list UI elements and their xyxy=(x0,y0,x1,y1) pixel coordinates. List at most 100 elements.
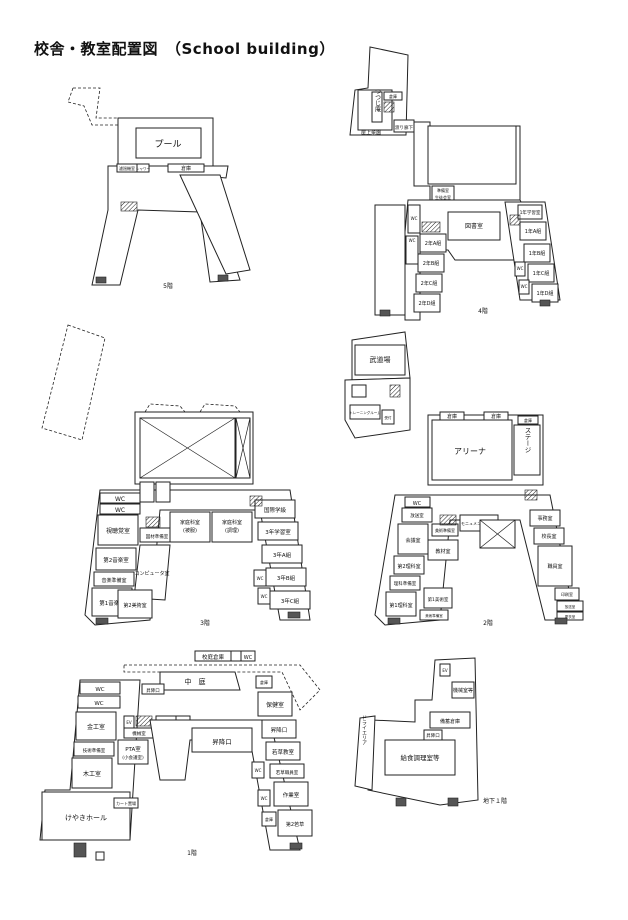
svg-text:ステージ: ステージ xyxy=(523,427,531,454)
svg-text:2年D組: 2年D組 xyxy=(418,300,435,307)
svg-text:作業室: 作業室 xyxy=(283,791,300,799)
svg-text:昇降口: 昇降口 xyxy=(426,732,440,739)
svg-text:WC: WC xyxy=(517,266,524,271)
svg-text:WC: WC xyxy=(411,216,418,221)
svg-text:受付: 受付 xyxy=(385,415,393,420)
svg-text:倉庫: 倉庫 xyxy=(260,679,268,685)
svg-text:EV: EV xyxy=(126,720,132,725)
svg-text:金工室: 金工室 xyxy=(87,723,105,731)
svg-text:3年B組: 3年B組 xyxy=(277,574,296,582)
floor-2-plan: 武道場 トレーニングルーム 受付 アリーナ ステージ 倉庫 倉庫 倉庫 WC 放… xyxy=(344,331,584,627)
svg-text:WC: WC xyxy=(413,501,422,507)
svg-text:(被服): (被服) xyxy=(183,527,197,534)
svg-text:教材室: 教材室 xyxy=(435,548,450,555)
floor-1-plan: 校庭倉庫 WC 中 庭 昇降口 WC WC 金工室 技術準備室 木工室 けやきホ… xyxy=(39,650,321,861)
floor-4-caption: 4階 xyxy=(478,307,488,315)
floor-5-caption: 5階 xyxy=(163,282,173,290)
svg-text:倉庫: 倉庫 xyxy=(389,93,397,99)
svg-text:WC: WC xyxy=(115,507,125,514)
svg-text:カート置場: カート置場 xyxy=(116,800,136,806)
svg-text:校長室: 校長室 xyxy=(541,533,556,540)
svg-text:昇降口: 昇降口 xyxy=(146,687,160,694)
floor-b1-caption: 地下１階 xyxy=(483,797,507,805)
svg-text:更衣室: 更衣室 xyxy=(565,614,576,619)
svg-text:倉庫: 倉庫 xyxy=(265,816,273,822)
svg-text:モニュメントルーム: モニュメントルーム xyxy=(461,521,497,526)
svg-text:印刷室: 印刷室 xyxy=(561,591,573,597)
svg-text:WC: WC xyxy=(261,796,268,801)
svg-text:3年学習室: 3年学習室 xyxy=(265,528,291,536)
svg-text:美術準備室: 美術準備室 xyxy=(425,613,443,618)
svg-text:給食調理室等: 給食調理室等 xyxy=(401,753,441,762)
svg-text:校庭倉庫: 校庭倉庫 xyxy=(202,653,225,661)
svg-text:第1音楽室: 第1音楽室 xyxy=(99,599,125,607)
svg-text:会議室: 会議室 xyxy=(405,537,420,544)
page-title: 校舎・教室配置図 （School building） xyxy=(34,40,335,58)
svg-text:第2理科室: 第2理科室 xyxy=(397,563,420,570)
svg-text:事務室: 事務室 xyxy=(537,515,552,522)
svg-text:職員室: 職員室 xyxy=(547,563,562,570)
svg-text:第2若草: 第2若草 xyxy=(286,821,304,828)
svg-text:コンピュータ室: コンピュータ室 xyxy=(134,570,169,577)
svg-text:技術準備室: 技術準備室 xyxy=(83,747,106,754)
svg-text:ドライエリア: ドライエリア xyxy=(361,715,367,745)
floor-1-caption: 1階 xyxy=(187,849,197,857)
svg-text:美術準備室: 美術準備室 xyxy=(435,527,455,533)
svg-text:アリーナ: アリーナ xyxy=(454,447,486,456)
svg-text:武道場: 武道場 xyxy=(370,355,391,364)
svg-text:WC: WC xyxy=(521,284,528,289)
floor-3-caption: 3階 xyxy=(200,619,210,627)
floor-3-plan: WC WC 視聴覚室 第2音楽室 音楽準備室 第1音楽室 図材準備室 家庭科室 … xyxy=(41,324,311,627)
svg-text:けやきホール: けやきホール xyxy=(65,814,107,822)
svg-text:保健室: 保健室 xyxy=(266,701,284,709)
svg-text:WC: WC xyxy=(255,768,262,773)
svg-text:1年A組: 1年A組 xyxy=(525,228,542,235)
svg-text:第2音楽室: 第2音楽室 xyxy=(103,556,129,564)
svg-text:第1理科室: 第1理科室 xyxy=(389,602,412,609)
svg-text:WC: WC xyxy=(115,496,125,503)
svg-text:WC: WC xyxy=(409,238,416,243)
svg-text:理科準備室: 理科準備室 xyxy=(394,580,417,587)
svg-text:トレーニングルーム: トレーニングルーム xyxy=(349,410,381,415)
svg-text:図材準備室: 図材準備室 xyxy=(146,533,169,540)
svg-text:1年C組: 1年C組 xyxy=(533,270,550,277)
svg-text:放送室: 放送室 xyxy=(410,512,424,519)
svg-text:機械室: 機械室 xyxy=(132,730,146,737)
svg-text:昇降口: 昇降口 xyxy=(271,726,288,734)
svg-text:若草教室: 若草教室 xyxy=(272,748,295,756)
svg-text:(小会議室): (小会議室) xyxy=(122,754,144,761)
svg-text:WC: WC xyxy=(257,576,264,581)
svg-text:生徒会室: 生徒会室 xyxy=(435,194,451,200)
svg-text:EV: EV xyxy=(442,668,448,673)
svg-text:倉庫: 倉庫 xyxy=(181,165,191,172)
floor-4-plan: つつじ庵 倉庫 屋上菜園 渡り廊下 準備室 生徒会室 図書室 WC WC 2年A… xyxy=(349,46,561,321)
svg-text:中 庭: 中 庭 xyxy=(185,677,206,686)
svg-text:2年C組: 2年C組 xyxy=(421,280,438,287)
svg-text:倉庫: 倉庫 xyxy=(447,413,457,420)
svg-text:第1美術室: 第1美術室 xyxy=(428,596,449,603)
svg-text:2年B組: 2年B組 xyxy=(423,260,440,267)
svg-text:視聴覚室: 視聴覚室 xyxy=(106,527,130,535)
svg-text:第2美術室: 第2美術室 xyxy=(123,602,146,609)
svg-text:若草職員室: 若草職員室 xyxy=(276,769,299,776)
svg-text:WC: WC xyxy=(94,701,103,707)
svg-text:1年D組: 1年D組 xyxy=(536,290,553,297)
svg-text:PTA室: PTA室 xyxy=(125,745,141,753)
svg-text:1年学習室: 1年学習室 xyxy=(520,209,541,216)
svg-text:濾過機室: 濾過機室 xyxy=(119,165,135,171)
svg-text:(調理): (調理) xyxy=(225,527,239,534)
svg-text:準備室: 準備室 xyxy=(437,187,449,193)
svg-text:WC: WC xyxy=(95,687,104,693)
svg-text:倉庫: 倉庫 xyxy=(491,413,501,420)
svg-text:2年A組: 2年A組 xyxy=(425,240,442,247)
svg-text:倉庫: 倉庫 xyxy=(524,417,532,423)
svg-text:機械室等: 機械室等 xyxy=(453,687,473,694)
pool-area xyxy=(135,127,202,159)
svg-text:WC: WC xyxy=(261,594,268,599)
svg-text:渡り廊下: 渡り廊下 xyxy=(395,124,413,131)
svg-text:備蓄倉庫: 備蓄倉庫 xyxy=(440,718,460,725)
svg-text:昇降口: 昇降口 xyxy=(212,737,232,746)
svg-text:1年B組: 1年B組 xyxy=(529,250,546,257)
svg-text:3年C組: 3年C組 xyxy=(281,597,300,605)
